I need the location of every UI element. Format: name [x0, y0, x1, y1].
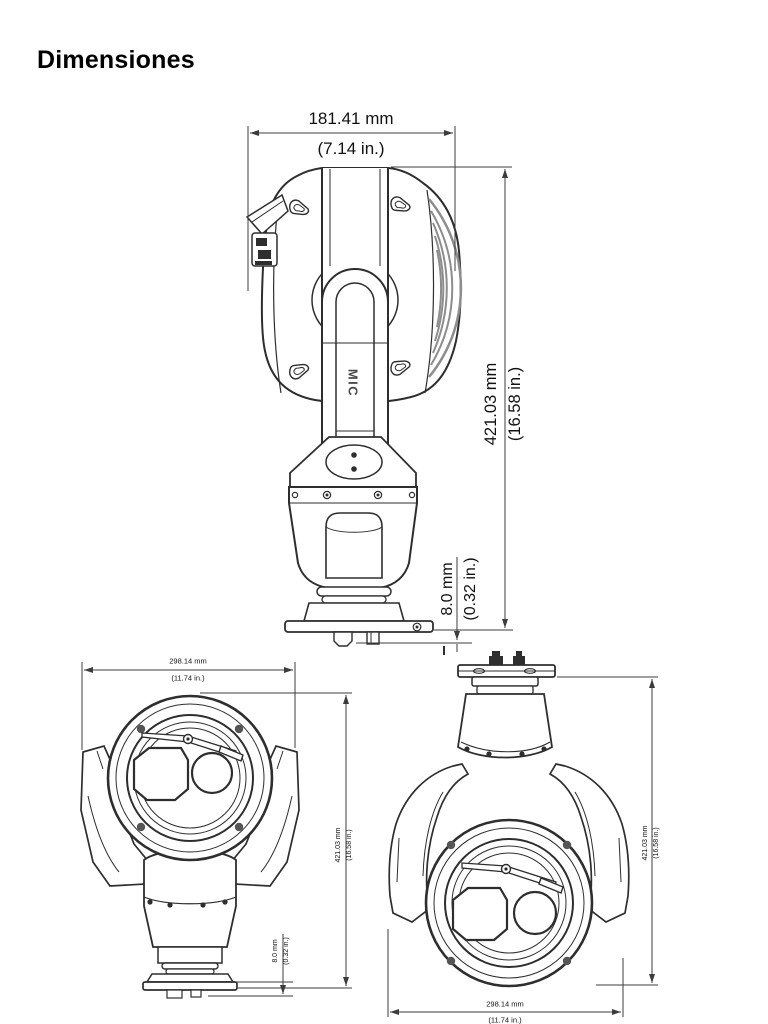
rear-height-dim-in: (16.58 in.)	[653, 827, 660, 859]
yoke-arm-left	[388, 763, 470, 923]
front-base-dim-in: (0.32 in.)	[283, 937, 290, 965]
camera-head-front	[424, 818, 594, 988]
top-base-dim-mm: 8.0 mm	[438, 562, 456, 616]
yoke-arm	[322, 168, 388, 446]
optical-lens-window	[190, 751, 234, 795]
mounting-plate	[142, 981, 238, 991]
front-width-dim-mm: 298.14 mm	[169, 656, 207, 666]
rear-width-dim-in: (11.74 in.)	[488, 1015, 522, 1024]
top-height-dim-mm: 421.03 mm	[482, 362, 501, 446]
mounting-plate	[284, 620, 434, 633]
lens-dome-shading	[428, 198, 463, 378]
front-height-dim-label: 421.03 mm (16.58 in.)	[334, 827, 356, 862]
front-width-dim-in: (11.74 in.)	[171, 673, 205, 683]
rear-height-dim-mm: 421.03 mm	[642, 825, 650, 861]
front-height-dim-in: (16.58 in.)	[346, 829, 353, 861]
rear-height-dim-label: 421.03 mm (16.58 in.)	[641, 825, 663, 860]
top-height-dim-in: (16.58 in.)	[506, 366, 524, 442]
sunshield-slot	[289, 199, 310, 216]
optical-lens-window	[512, 890, 558, 936]
front-base-dim-label: 8.0 mm (0.32 in.)	[271, 937, 293, 965]
front-view-drawing	[80, 694, 300, 999]
top-height-dim-label: 421.03 mm (16.58 in.)	[480, 363, 528, 446]
sunshield-slot	[390, 196, 411, 212]
rear-view-drawing	[388, 646, 630, 988]
thermal-lens-window	[451, 886, 509, 942]
top-view-dimensions	[247, 126, 513, 652]
rear-width-dim-mm: 298.14 mm	[486, 999, 524, 1009]
brand-label: MIC	[345, 368, 361, 398]
sunshield-slot	[289, 363, 310, 380]
top-view-drawing	[245, 167, 463, 647]
top-base-dim-in: (0.32 in.)	[462, 557, 479, 621]
front-base-dim-mm: 8.0 mm	[272, 939, 280, 963]
thermal-lens-window	[132, 746, 190, 802]
yoke-arm-right	[548, 763, 630, 923]
front-view-dimensions	[81, 662, 352, 997]
top-width-dim-in: (7.14 in.)	[317, 138, 385, 158]
top-width-dim-mm: 181.41 mm	[308, 108, 394, 128]
base-screws	[291, 490, 416, 500]
camera-head-front	[106, 694, 274, 862]
front-height-dim-mm: 421.03 mm	[335, 827, 343, 863]
top-base-dim-label: 8.0 mm (0.32 in.)	[436, 557, 482, 620]
page-title: Dimensiones	[37, 46, 195, 74]
rear-view-dimensions	[387, 676, 658, 1017]
sunshield-slot	[390, 360, 411, 376]
